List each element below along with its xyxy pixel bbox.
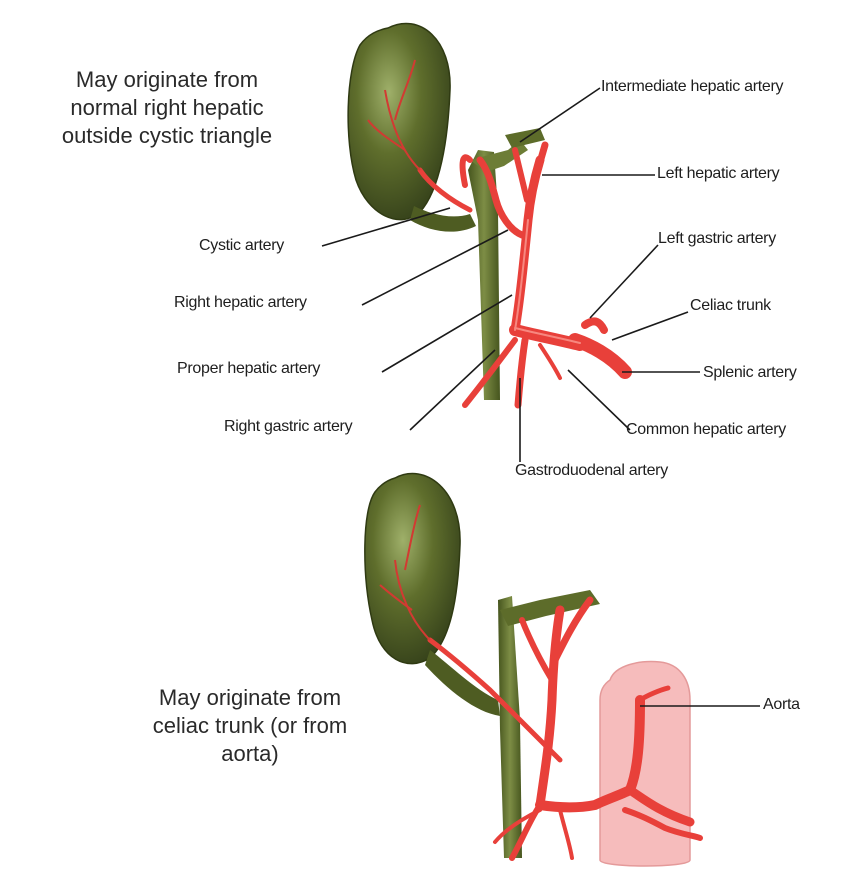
label-celiac-trunk: Celiac trunk — [690, 297, 771, 315]
bottom-illustration — [365, 474, 700, 866]
cystic-duct-bottom — [425, 650, 500, 716]
label-gastroduodenal-artery: Gastroduodenal artery — [515, 462, 668, 480]
note-bottom-line-2: celiac trunk (or from — [100, 712, 400, 740]
gallbladder-bottom — [365, 474, 460, 664]
label-common-hepatic-artery: Common hepatic artery — [626, 421, 786, 439]
gallbladder-top — [348, 23, 450, 219]
label-intermediate-hepatic-artery: Intermediate hepatic artery — [601, 78, 783, 96]
leader-right-gastric — [410, 350, 495, 430]
leader-celiac-trunk — [612, 312, 688, 340]
label-aorta: Aorta — [763, 696, 800, 714]
note-top-line-2: normal right hepatic — [22, 94, 312, 122]
leader-left-gastric — [590, 245, 658, 318]
note-bottom-line-1: May originate from — [100, 684, 400, 712]
leader-common-hepatic — [568, 370, 630, 430]
top-illustration — [348, 23, 625, 405]
note-top: May originate from normal right hepatic … — [22, 66, 312, 150]
label-right-gastric-artery: Right gastric artery — [224, 418, 352, 436]
note-bottom-line-3: aorta) — [100, 740, 400, 768]
note-bottom: May originate from celiac trunk (or from… — [100, 684, 400, 768]
label-splenic-artery: Splenic artery — [703, 364, 797, 382]
label-right-hepatic-artery: Right hepatic artery — [174, 294, 307, 312]
label-cystic-artery: Cystic artery — [199, 237, 284, 255]
label-left-hepatic-artery: Left hepatic artery — [657, 165, 779, 183]
label-proper-hepatic-artery: Proper hepatic artery — [177, 360, 320, 378]
note-top-line-3: outside cystic triangle — [22, 122, 312, 150]
leader-intermediate-hepatic — [520, 88, 600, 142]
note-top-line-1: May originate from — [22, 66, 312, 94]
hepatic-duct-bottom — [498, 596, 522, 858]
aorta-shape — [600, 662, 690, 866]
label-left-gastric-artery: Left gastric artery — [658, 230, 776, 248]
